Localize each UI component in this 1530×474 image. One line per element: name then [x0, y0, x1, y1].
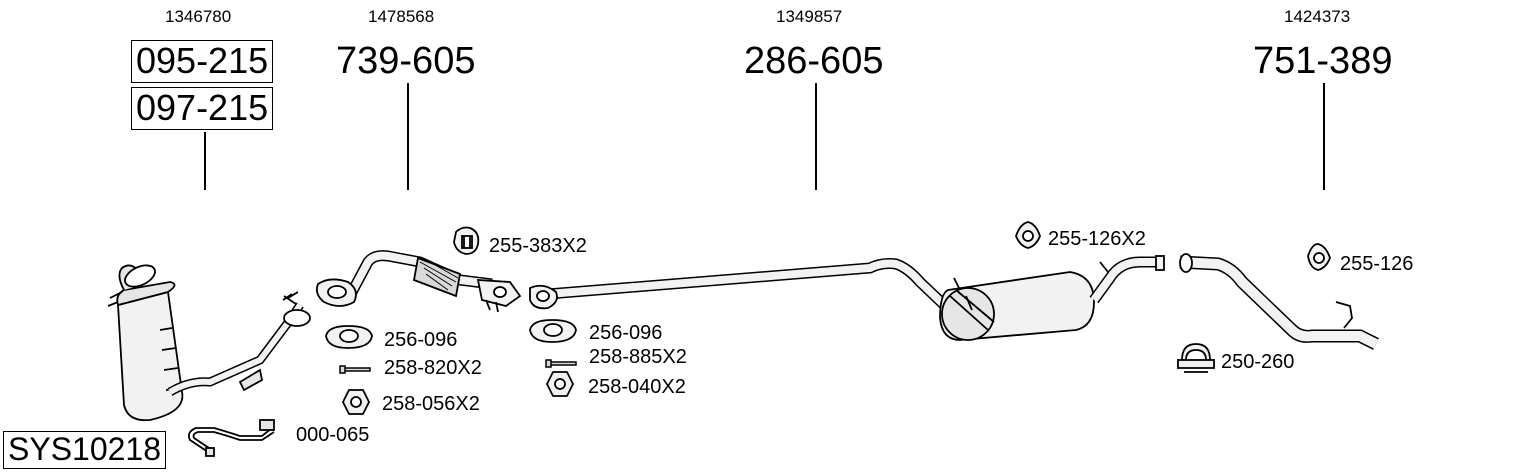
bolt-1-icon [339, 365, 371, 374]
gasket-1-icon [325, 325, 373, 349]
nut-2-icon [545, 371, 575, 397]
label-rubber-mount-middle[interactable]: 255-126X2 [1048, 228, 1146, 250]
label-sensor-pipe[interactable]: 000-065 [296, 424, 370, 446]
label-gasket-2[interactable]: 256-096 [589, 322, 663, 344]
label-rubber-mount-rear[interactable]: 255-126 [1340, 253, 1414, 275]
front-pipe-drawing [315, 250, 522, 313]
label-clamp[interactable]: 250-260 [1221, 351, 1295, 373]
rear-pipe-drawing [1179, 253, 1379, 350]
part-number-dpf-primary[interactable]: 095-215 [131, 40, 274, 83]
rubber-mount-front-icon [453, 226, 480, 255]
oem-number-dpf: 1346780 [165, 7, 232, 26]
label-nut-1[interactable]: 258-056X2 [382, 393, 480, 415]
rubber-mount-middle-icon [1015, 221, 1041, 249]
rubber-mount-rear-icon [1307, 243, 1331, 271]
label-bolt-2[interactable]: 258-885X2 [589, 346, 687, 368]
middle-pipe-drawing [529, 255, 1165, 341]
gasket-2-icon [529, 319, 577, 343]
system-code-box: SYS10218 [3, 431, 167, 469]
label-rubber-mount-front[interactable]: 255-383X2 [489, 235, 587, 257]
sensor-pipe-drawing [187, 419, 275, 457]
label-nut-2[interactable]: 258-040X2 [588, 376, 686, 398]
bolt-2-icon [545, 359, 577, 368]
part-number-rear-pipe[interactable]: 751-389 [1253, 40, 1393, 82]
label-gasket-1[interactable]: 256-096 [384, 329, 458, 351]
nut-1-icon [341, 389, 371, 415]
dpf-unit-drawing [107, 264, 311, 422]
part-number-front-pipe[interactable]: 739-605 [336, 40, 476, 82]
label-bolt-1[interactable]: 258-820X2 [384, 357, 482, 379]
oem-number-front-pipe: 1478568 [368, 7, 435, 26]
part-number-dpf-alternate[interactable]: 097-215 [131, 87, 274, 130]
oem-number-middle-pipe: 1349857 [776, 7, 843, 26]
clamp-icon [1177, 343, 1215, 373]
oem-number-rear-pipe: 1424373 [1284, 7, 1351, 26]
part-number-middle-pipe[interactable]: 286-605 [744, 40, 884, 82]
